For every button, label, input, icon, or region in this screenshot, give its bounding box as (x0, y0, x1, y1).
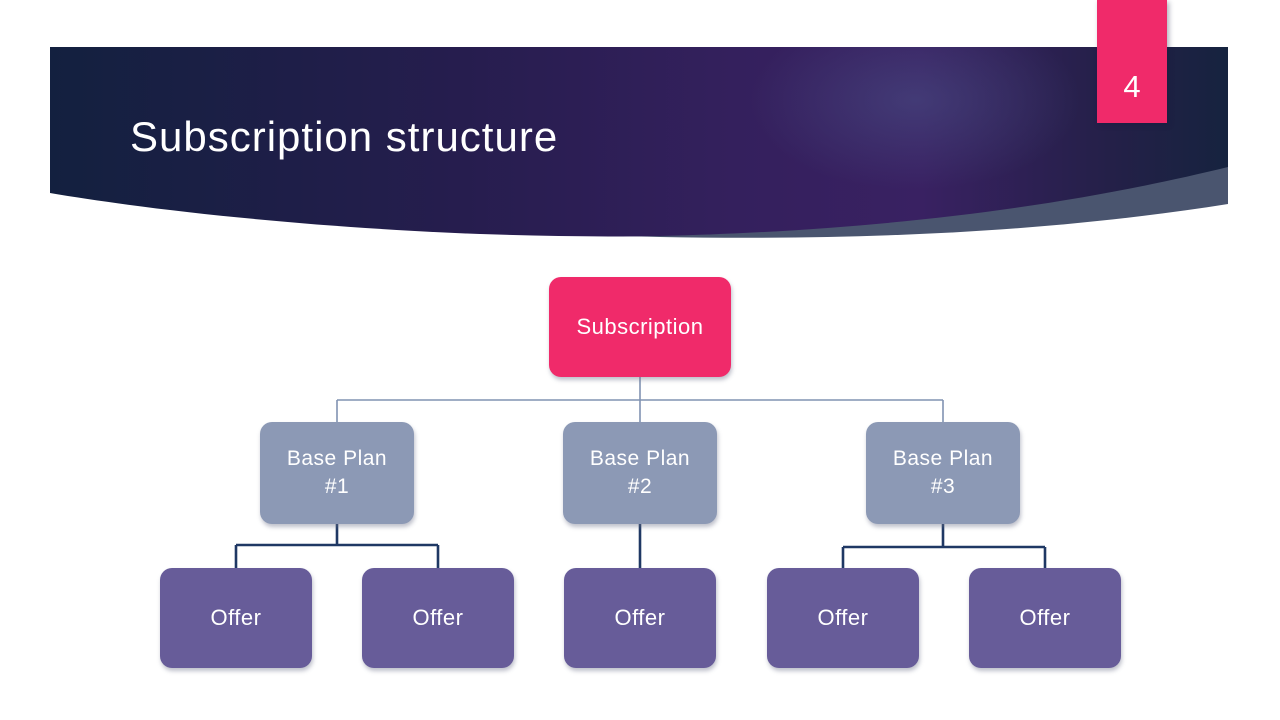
org-node-offer-4: Offer (767, 568, 919, 668)
connector-level-1 (336, 377, 944, 422)
page-number-badge: 4 (1097, 0, 1167, 123)
org-node-label: Base Plan #2 (589, 446, 691, 498)
org-node-label: Offer (1019, 605, 1071, 631)
page-number: 4 (1123, 69, 1141, 104)
org-node-offer-2: Offer (362, 568, 514, 668)
org-node-offer-1: Offer (160, 568, 312, 668)
org-node-label: Offer (412, 605, 464, 631)
org-node-label: Base Plan #3 (892, 446, 994, 498)
org-node-label: Base Plan #1 (286, 446, 388, 498)
org-node-label: Offer (210, 605, 262, 631)
connector-level-2 (234, 524, 1047, 568)
header-glow (750, 47, 1080, 190)
org-node-base-plan-2: Base Plan #2 (563, 422, 717, 524)
org-node-label: Offer (817, 605, 869, 631)
org-node-base-plan-3: Base Plan #3 (866, 422, 1020, 524)
slide-title: Subscription structure (130, 113, 559, 160)
org-node-label: Subscription (576, 314, 704, 340)
org-node-offer-3: Offer (564, 568, 716, 668)
org-node-base-plan-1: Base Plan #1 (260, 422, 414, 524)
org-node-subscription: Subscription (549, 277, 731, 377)
org-node-label: Offer (614, 605, 666, 631)
org-node-offer-5: Offer (969, 568, 1121, 668)
